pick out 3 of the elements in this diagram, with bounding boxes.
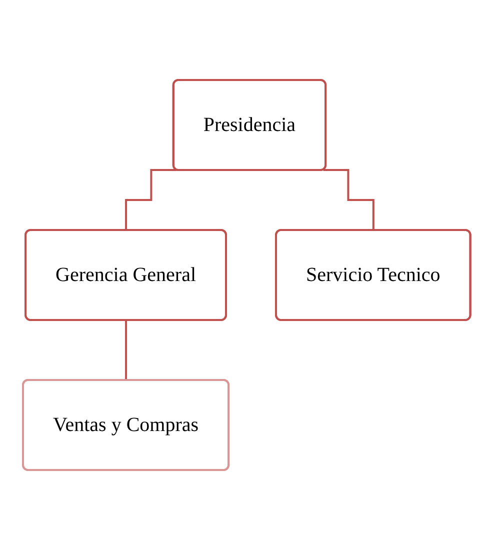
connector: [125, 168, 177, 232]
connector: [324, 168, 375, 232]
connector: [125, 320, 128, 382]
